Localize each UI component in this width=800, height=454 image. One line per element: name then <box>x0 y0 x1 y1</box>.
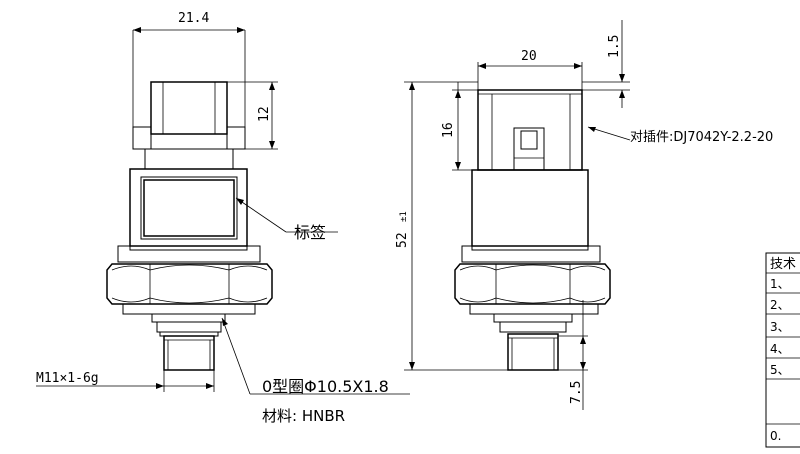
front-dimensions: 21.4 12 M11×1-6g <box>36 11 278 392</box>
material-callout: 材料: HNBR <box>262 407 345 425</box>
dim-connector-height: 12 <box>257 106 272 122</box>
tech-table-row-1: 1、 <box>770 277 790 291</box>
mating-connector-callout: 对插件:DJ7042Y-2.2-20 <box>630 130 773 145</box>
tech-table: 技术 1、 2、 3、 4、 5、 0. <box>765 252 800 448</box>
dim-upper-height: 16 <box>441 122 456 138</box>
dim-bottom-length: 7.5 <box>569 381 584 404</box>
dim-top-offset: 1.5 <box>607 35 622 58</box>
dim-thread-spec: M11×1-6g <box>36 371 99 386</box>
dim-side-width: 20 <box>521 49 537 64</box>
tech-table-row-2: 2、 <box>770 298 790 312</box>
tech-table-row-3: 3、 <box>770 320 790 334</box>
dim-top-width: 21.4 <box>178 11 209 26</box>
tech-table-row-7: 0. <box>770 429 781 443</box>
tech-table-row-4: 4、 <box>770 342 790 356</box>
o-ring-callout: 0型圈Φ10.5X1.8 <box>262 377 389 396</box>
side-view <box>454 89 611 371</box>
dim-total-length: 52 <box>395 232 410 248</box>
tech-table-header: 技术 <box>770 257 796 272</box>
side-dimensions: 20 1.5 16 52 ±1 7.5 对插件:DJ7042Y-2.2-20 <box>395 20 773 410</box>
front-view <box>106 81 273 371</box>
tech-table-row-5: 5、 <box>770 363 790 377</box>
front-callouts: 标签 0型圈Φ10.5X1.8 材料: HNBR <box>221 197 410 425</box>
label-tag-callout: 标签 <box>294 223 326 242</box>
dim-tolerance: ±1 <box>399 211 409 222</box>
